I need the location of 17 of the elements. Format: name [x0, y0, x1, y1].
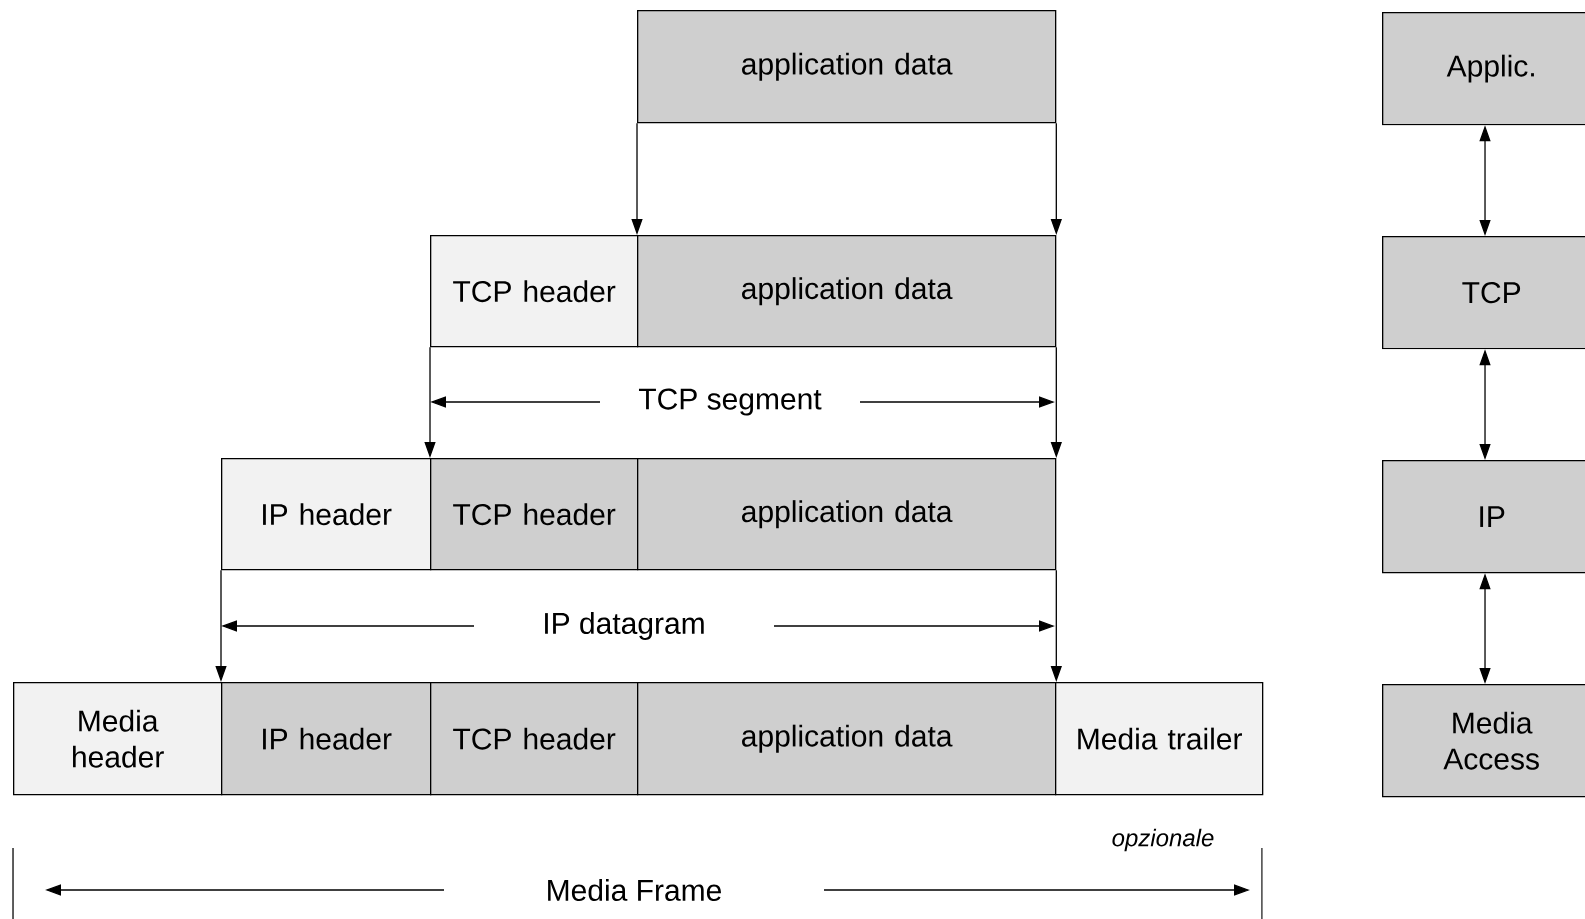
- data-field: IP header: [221, 682, 432, 796]
- layer-box: Media Access: [1382, 684, 1585, 798]
- data-field: TCP header: [430, 458, 639, 571]
- layer-box: IP: [1382, 460, 1585, 574]
- layer-box: Applic.: [1382, 12, 1585, 126]
- data-field: TCP header: [430, 682, 639, 796]
- data-field: application data: [637, 10, 1057, 124]
- layer-box: TCP: [1382, 236, 1585, 350]
- dimension-label: IP datagram: [545, 612, 704, 640]
- data-field: application data: [637, 235, 1057, 348]
- note: opzionale: [1112, 828, 1214, 852]
- dimension-label: Media Frame: [548, 879, 721, 901]
- header-field: TCP header: [430, 235, 639, 348]
- header-field: Media header: [13, 682, 223, 796]
- header-field: IP header: [221, 458, 432, 571]
- dimension-label: TCP segment: [639, 388, 822, 416]
- header-field: Media trailer: [1055, 682, 1264, 796]
